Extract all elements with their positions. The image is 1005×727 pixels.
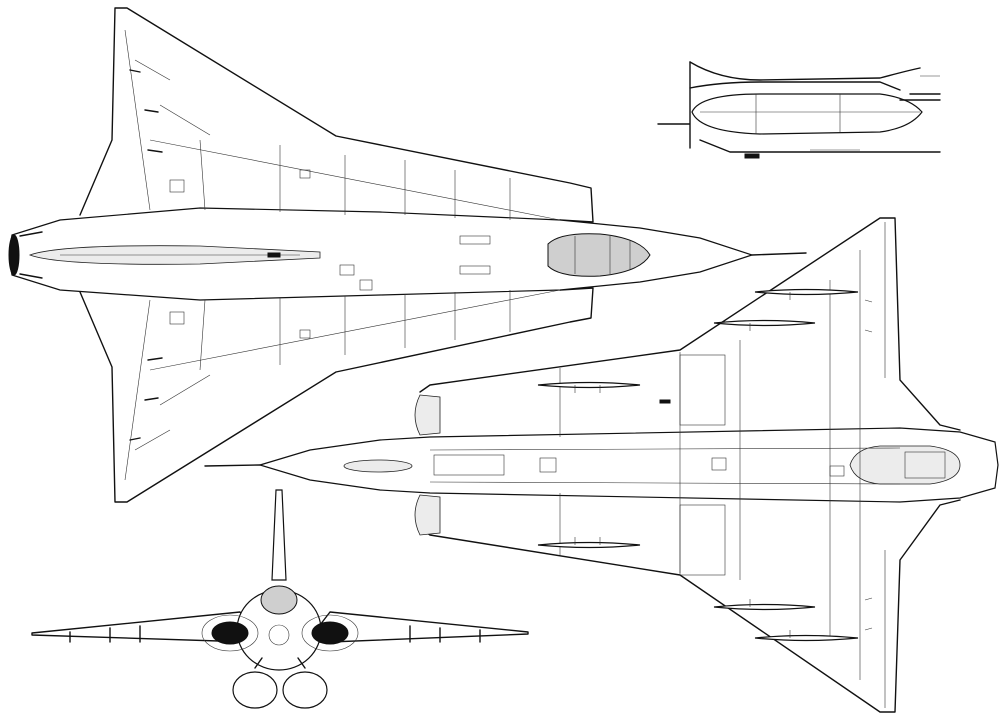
front-view-right-intake	[311, 621, 349, 645]
top-view-lower-wing	[79, 287, 594, 503]
bottom-view-upper-intake	[414, 394, 441, 436]
top-view	[8, 7, 807, 503]
bottom-view-stores-upper	[537, 288, 859, 393]
front-view	[31, 489, 529, 709]
front-view-left-intake	[211, 621, 249, 645]
bottom-view-stores-lower	[537, 537, 859, 642]
bottom-view	[204, 217, 999, 713]
top-view-pitot	[751, 252, 807, 256]
bottom-view-upper-wing	[419, 217, 961, 431]
front-view-left-tank	[232, 671, 278, 709]
front-view-canopy	[260, 585, 298, 615]
front-view-fin	[271, 489, 287, 581]
fuel-tank-marker	[744, 153, 760, 159]
fuel-tank-body	[691, 93, 923, 135]
bottom-view-pitot	[204, 464, 261, 467]
top-view-canopy	[547, 233, 651, 277]
bottom-view-lower-intake	[414, 494, 441, 536]
fuel-tank-detail	[657, 61, 941, 159]
front-view-right-tank	[282, 671, 328, 709]
top-view-upper-wing	[79, 7, 594, 223]
top-view-exhaust	[8, 234, 20, 276]
bottom-view-lower-wing	[419, 499, 961, 713]
